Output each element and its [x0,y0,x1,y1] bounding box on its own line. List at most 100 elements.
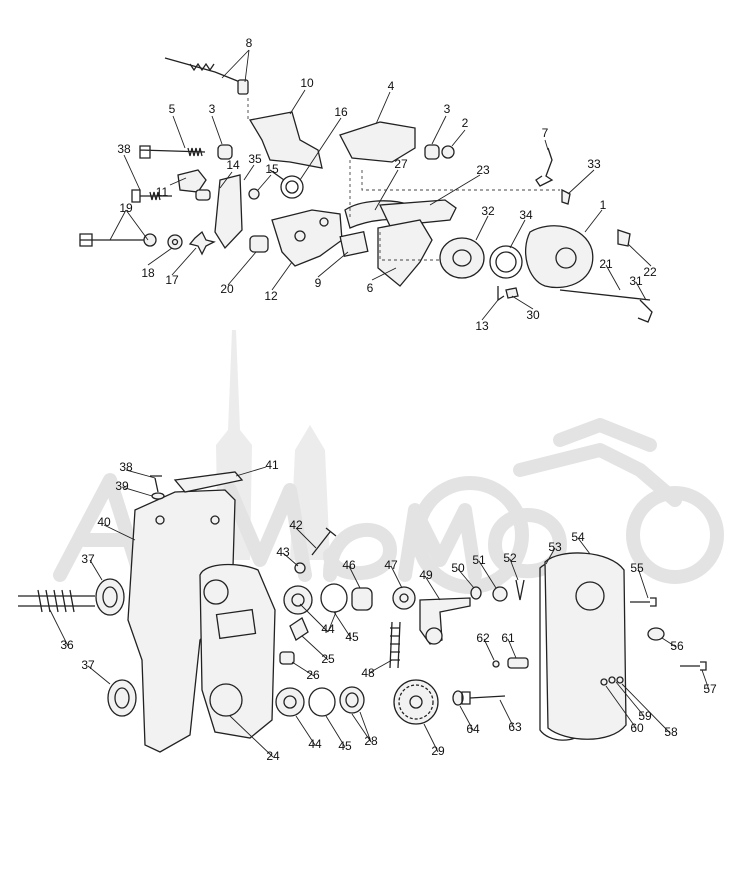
plate-41 [173,471,244,493]
bushing-28-inner [345,692,359,708]
callout-10: 10 [300,76,314,90]
callout-37b: 37 [81,658,95,672]
nut-19 [143,233,157,247]
callout-51: 51 [472,553,486,567]
bolt-38-lower [150,475,162,493]
bearing-44-lower [275,687,305,717]
plug-56 [647,627,665,641]
callout-49: 49 [419,568,433,582]
star-lever-17 [188,230,216,256]
spring-16 [269,169,304,199]
callout-41: 41 [265,458,279,472]
callout-33: 33 [587,157,601,171]
caliper-hole-b [319,217,329,227]
callout-47: 47 [384,558,398,572]
outer-cover-54 [544,552,627,740]
washer-64 [452,690,464,706]
callout-7: 7 [542,126,549,140]
bushing-28 [339,686,365,714]
pin-62 [492,660,500,668]
caliper-hole-a [294,230,306,242]
ring-45-lower [308,687,336,717]
spacer-3-left [217,144,233,160]
callout-1: 1 [600,198,607,212]
callout-55: 55 [630,561,644,575]
callout-16: 16 [334,105,348,119]
callout-53: 53 [548,540,562,554]
bolt-5 [139,145,206,159]
callout-30: 30 [526,308,540,322]
bolt-63 [461,691,506,705]
bearing-44-upper-inner [291,593,305,607]
callout-4: 4 [388,79,395,93]
callout-35: 35 [248,152,262,166]
callout-24: 24 [266,749,280,763]
callout-38b: 38 [119,460,133,474]
housing-1-bore [555,247,577,269]
callout-45b: 45 [338,739,352,753]
disc-hub-32 [439,237,485,279]
case-hole-b [210,515,220,525]
callout-13: 13 [475,319,489,333]
rod-21 [559,289,651,301]
bolt-57 [680,661,707,671]
callout-12: 12 [264,289,278,303]
brake-cable [164,57,241,83]
roller-20 [249,235,269,253]
callout-36: 36 [60,638,74,652]
callout-labels: 8 10 5 3 16 4 3 2 7 38 14 35 15 27 23 33… [60,36,717,763]
callout-26: 26 [306,668,320,682]
bolt-19 [79,233,150,247]
callout-29: 29 [431,744,445,758]
callout-64: 64 [466,722,480,736]
callout-20: 20 [220,282,234,296]
callout-18: 18 [141,266,155,280]
callout-34: 34 [519,208,533,222]
bolt-22 [617,229,631,247]
bolt-38-thread [149,191,161,201]
callout-63: 63 [508,720,522,734]
bolt-59 [608,676,616,684]
brake-shoe-6 [377,219,433,287]
callout-58: 58 [664,725,678,739]
upper-assembly [79,57,653,323]
callout-43: 43 [276,545,290,559]
callout-22: 22 [643,265,657,279]
cover-24-bore-lower [209,683,243,717]
bearing-44-lower-inner [283,695,297,709]
housing-1 [525,225,594,289]
washer-39 [151,492,165,500]
washer-18-hole [171,238,179,246]
case-hole-a [155,515,165,525]
assembly-line-c [379,232,440,261]
bolt-55 [630,597,657,607]
bolt-5-thread [187,147,203,157]
tensioner-25 [289,617,309,641]
chaincase-40 [127,489,236,753]
assembly-line-b [361,170,560,191]
cover-24 [199,563,276,739]
sprocket-47 [392,586,416,610]
callout-59: 59 [638,709,652,723]
chain-48-links [390,627,400,661]
cable-spring [189,62,215,72]
callout-37: 37 [81,552,95,566]
callout-11: 11 [156,185,169,199]
cotter-pin-52 [515,579,525,601]
callout-46: 46 [342,558,356,572]
callout-28: 28 [364,734,378,748]
callout-54: 54 [571,530,585,544]
bushing-46 [351,587,373,611]
callout-44: 44 [321,622,335,636]
grease-fitting-7 [535,147,554,187]
callout-25: 25 [321,652,335,666]
callout-44b: 44 [308,737,322,751]
cover-24-bore-upper [203,579,229,605]
callout-52: 52 [503,551,517,565]
callout-62: 62 [476,631,490,645]
callout-6: 6 [367,281,374,295]
clip-13 [497,286,505,302]
seal-37-upper-inner [102,586,118,608]
ring-34 [489,245,523,279]
bolt-42 [311,527,337,556]
